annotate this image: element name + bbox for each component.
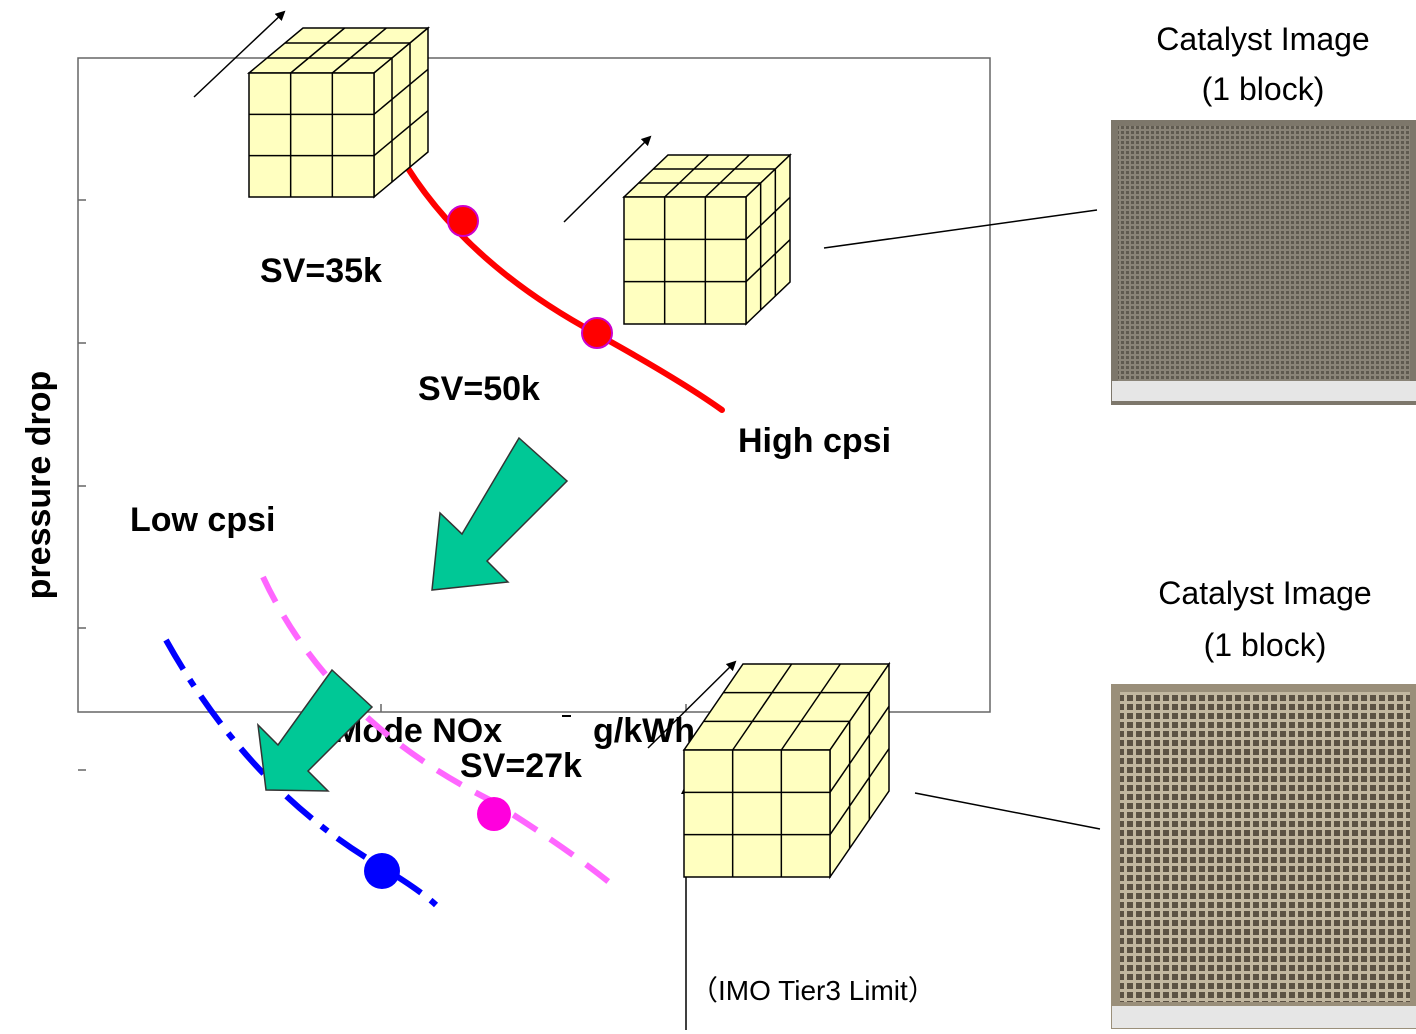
- cube-group: [246, 26, 891, 880]
- cube-grid-line: [373, 110, 429, 157]
- plot-area: [77, 57, 991, 713]
- label-sv50: SV=50k: [418, 370, 540, 408]
- cube-grid-line: [664, 154, 710, 198]
- cube-grid-line: [732, 663, 793, 751]
- cube-grid-line: [373, 68, 429, 115]
- flow-arrow-3: [647, 660, 737, 749]
- photo-bottom-title-line1: Catalyst Image: [1158, 575, 1371, 611]
- photo-top-title-line2: (1 block): [1202, 71, 1325, 107]
- series-low-cpsi-line: [260, 575, 617, 890]
- point-sv50: [581, 317, 613, 349]
- cube-grid-line: [829, 705, 890, 793]
- series-blue-line: [163, 638, 439, 908]
- cube-sv50-front: [623, 196, 747, 325]
- cube-grid-line: [745, 239, 791, 283]
- cube-grid-line: [745, 196, 791, 240]
- connector-line-top: [823, 209, 1098, 249]
- y-axis-label: pressure drop: [20, 371, 58, 600]
- catalyst-photo-bottom: [1111, 684, 1416, 1029]
- y-ticks: [78, 199, 86, 771]
- label-low-cpsi: Low cpsi: [130, 501, 275, 539]
- point-sv27: [477, 797, 511, 831]
- cube-grid-line: [829, 748, 890, 836]
- series-high-cpsi-line: [395, 149, 725, 413]
- shift-arrow-upper: [431, 436, 569, 591]
- label-high-cpsi: High cpsi: [738, 422, 891, 460]
- label-sv35: SV=35k: [260, 252, 382, 290]
- shift-arrow-lower: [256, 668, 374, 792]
- photo-top-title-line1: Catalyst Image: [1156, 21, 1369, 57]
- point-sv35: [447, 205, 479, 237]
- x-axis-label: Mode NOx: [334, 712, 502, 750]
- catalyst-photo-top: [1111, 120, 1416, 405]
- point-blue: [364, 853, 400, 889]
- cube-sv35-front: [248, 72, 375, 198]
- cube-grid-line: [331, 27, 387, 74]
- cube-grid-line: [704, 154, 750, 198]
- cube-sv27-front: [683, 749, 831, 878]
- cube-grid-line: [780, 663, 841, 751]
- connector-line-bottom: [914, 792, 1101, 830]
- cube-grid-line: [290, 27, 346, 74]
- photo-bottom-title-line2: (1 block): [1204, 627, 1327, 663]
- flow-arrow-1: [193, 10, 286, 98]
- flow-arrow-2: [563, 135, 652, 223]
- imo-limit-label: （IMO Tier3 Limit）: [690, 975, 936, 1006]
- label-sv27: SV=27k: [460, 747, 582, 785]
